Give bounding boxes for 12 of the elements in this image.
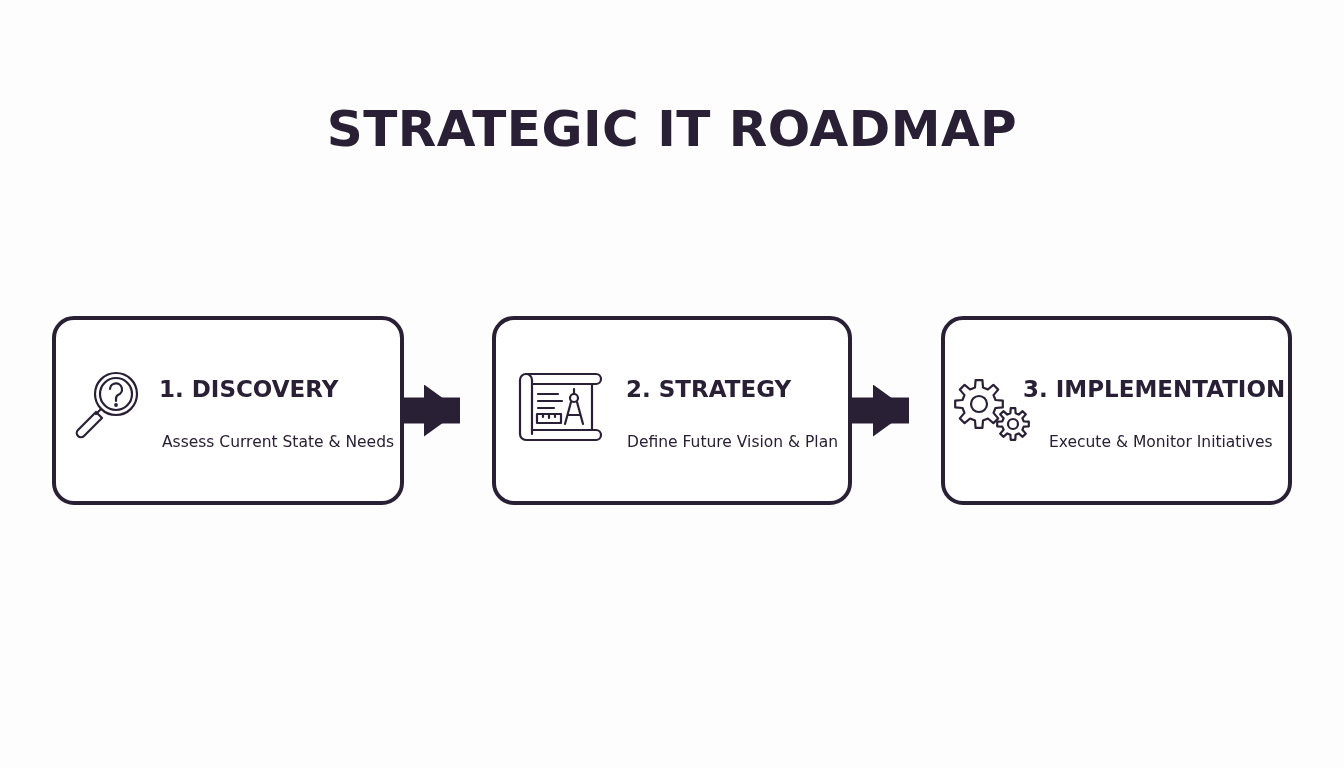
process-box [52,316,404,505]
step-description: Define Future Vision & Plan [627,433,838,451]
title: STRATEGIC IT ROADMAP [325,100,1019,158]
step-description: Assess Current State & Needs [162,433,395,451]
step-heading: 3. IMPLEMENTATION [1023,376,1286,402]
process-box [492,316,852,505]
arrow [850,384,909,437]
step-heading: 1. DISCOVERY [159,376,339,402]
arrow [402,384,460,437]
process-box [941,316,1292,505]
step-heading: 2. STRATEGY [626,376,792,402]
step-description: Execute & Monitor Initiatives [1049,433,1273,451]
